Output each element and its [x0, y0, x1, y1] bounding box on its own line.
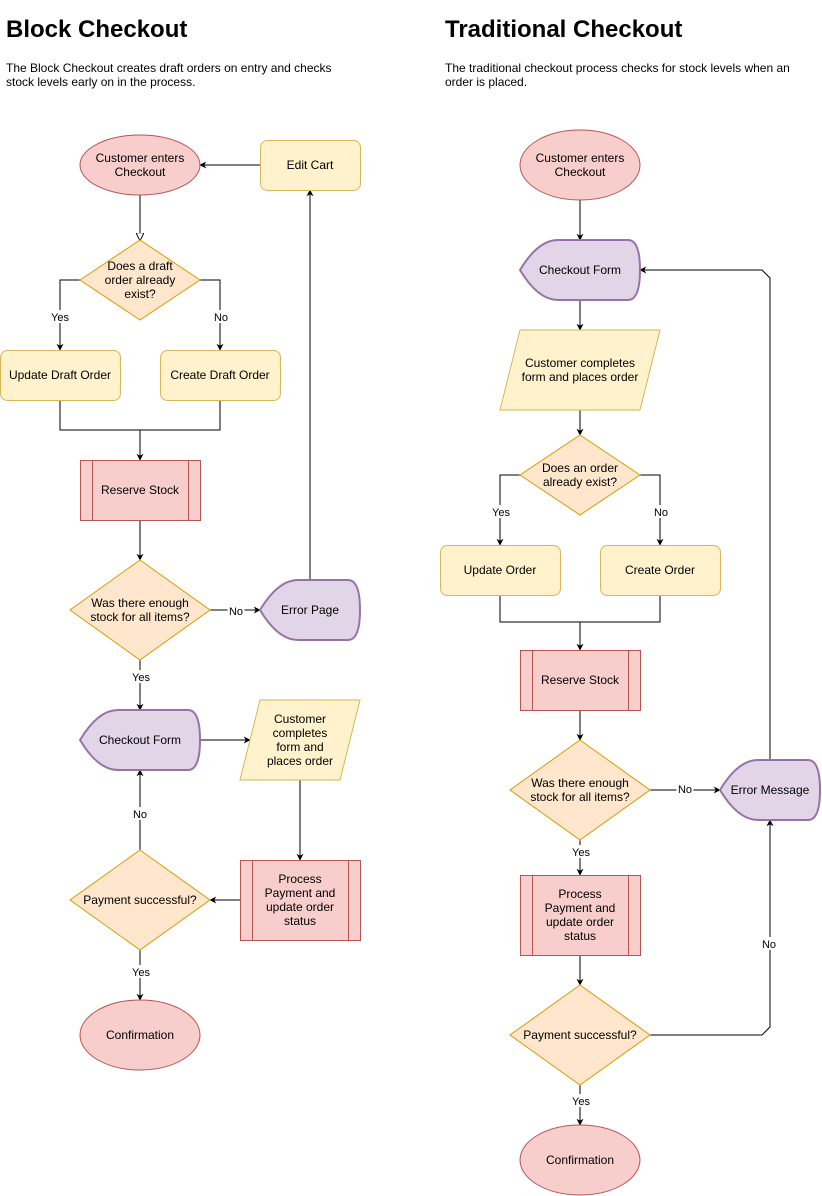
- edge-label-background: [212, 310, 230, 323]
- left-edit-cart-node: Edit Cart: [260, 140, 361, 191]
- edge-label: Yes: [572, 1096, 590, 1108]
- node-label: Create Draft Order: [170, 368, 269, 382]
- edge-right-update-merge: [499, 595, 580, 623]
- edge-label-background: [652, 505, 670, 518]
- edge-right-create-merge: [576, 595, 661, 651]
- edge-left-draft-no: [200, 279, 224, 351]
- edge-label: No: [678, 784, 692, 796]
- edge-label-background: [227, 604, 245, 617]
- node-label: Update Draft Order: [9, 368, 111, 382]
- edge-label-background: [131, 807, 149, 820]
- block-checkout-title: Block Checkout: [6, 16, 188, 43]
- edge-label: Yes: [132, 672, 150, 684]
- edge-label: No: [762, 939, 776, 951]
- right-checkout-form-display: Checkout Form: [518, 239, 642, 301]
- node-label: Payment successful?: [523, 1028, 637, 1042]
- edge-right-order-yes: [496, 474, 520, 546]
- node-label: Edit Cart: [287, 158, 334, 172]
- block-checkout-description: The Block Checkout creates draft orders …: [6, 61, 332, 89]
- node-label: Checkout Form: [99, 733, 181, 747]
- left-confirmation-node: Confirmation: [79, 999, 201, 1071]
- edge-label: No: [229, 606, 243, 618]
- edge-label-background: [489, 505, 513, 518]
- edge-label: No: [654, 507, 668, 519]
- left-create-draft-node: Create Draft Order: [160, 350, 281, 401]
- node-label: Create Order: [625, 563, 695, 577]
- edge-label-background: [48, 310, 72, 323]
- left-checkout-form-display: Checkout Form: [78, 709, 202, 771]
- right-update-order-node: Update Order: [440, 545, 561, 596]
- node-label: Error Message: [731, 783, 810, 797]
- right-create-order-node: Create Order: [600, 545, 721, 596]
- node-label: Update Order: [464, 563, 537, 577]
- edge-label-background: [129, 670, 153, 683]
- edge-label-background: [676, 782, 694, 795]
- edge-right-order-no: [640, 474, 664, 546]
- edge-left-create-merge: [136, 400, 221, 461]
- edge-label-background: [760, 937, 778, 950]
- node-label: Confirmation: [106, 1028, 174, 1042]
- edge-label: No: [214, 312, 228, 324]
- edge-right-error-to-form: [639, 266, 771, 760]
- edge-label: Yes: [132, 967, 150, 979]
- traditional-checkout-title: Traditional Checkout: [445, 16, 683, 43]
- node-label: Checkout Form: [539, 263, 621, 277]
- node-label: Confirmation: [546, 1153, 614, 1167]
- node-label: Reserve Stock: [101, 483, 180, 497]
- traditional-checkout-description: The traditional checkout process checks …: [445, 61, 790, 89]
- edge-label: Yes: [572, 847, 590, 859]
- edge-right-payment-no: [650, 819, 774, 1036]
- node-label: Reserve Stock: [541, 673, 620, 687]
- edge-label-background: [129, 965, 153, 978]
- edge-label: No: [133, 809, 147, 821]
- edge-label: Yes: [51, 312, 69, 324]
- right-payment-successful-decision: Payment successful?: [509, 984, 651, 1086]
- edge-left-draft-yes: [56, 279, 80, 351]
- edge-label-background: [569, 845, 593, 858]
- node-label: Error Page: [281, 603, 339, 617]
- left-error-page-display: Error Page: [258, 579, 362, 641]
- right-confirmation-node: Confirmation: [519, 1124, 641, 1196]
- edge-left-update-merge: [59, 400, 140, 431]
- left-reserve-stock-process: Reserve Stock: [80, 460, 201, 521]
- edge-label-background: [569, 1094, 593, 1107]
- right-reserve-stock-process: Reserve Stock: [520, 650, 641, 711]
- edge-label: Yes: [492, 507, 510, 519]
- node-label: Payment successful?: [83, 893, 197, 907]
- left-payment-successful-decision: Payment successful?: [69, 849, 211, 951]
- right-error-message-display: Error Message: [718, 759, 822, 821]
- left-update-draft-node: Update Draft Order: [0, 350, 121, 401]
